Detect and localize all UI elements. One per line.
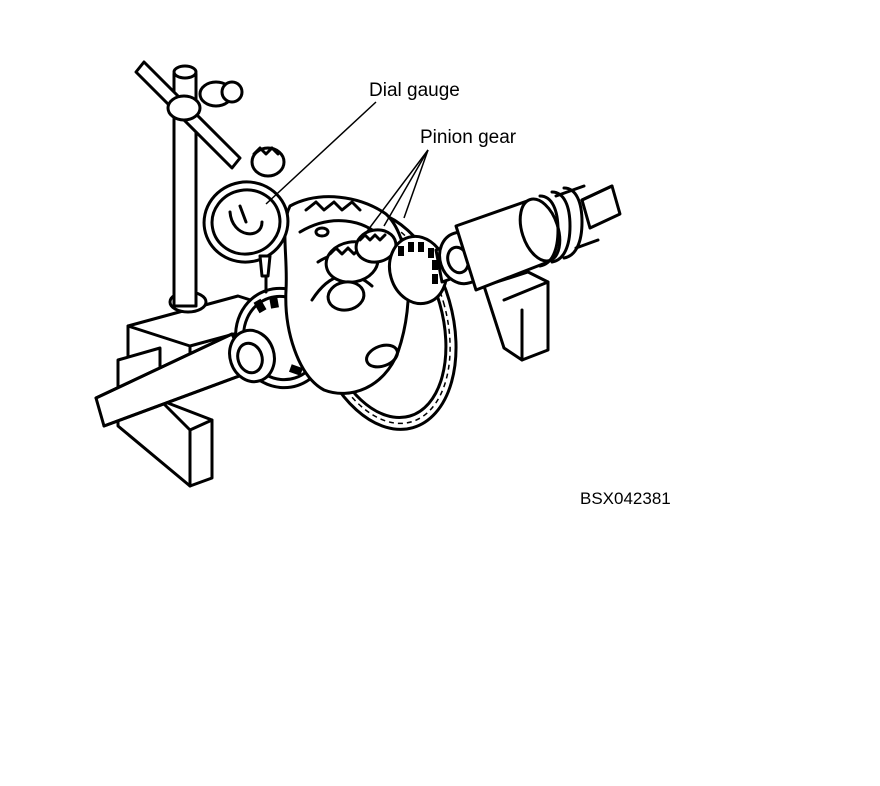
pinion-gear-label: Pinion gear [420,127,517,148]
pinion-gears [324,228,398,312]
dial-gauge [202,180,290,294]
dial-gauge-label: Dial gauge [369,80,460,101]
dial-gauge-leader [265,101,377,205]
leader-lines [265,101,429,239]
right-axle-assembly [434,184,622,292]
pinion-gear-leader-1 [361,149,429,239]
right-support-block [482,270,550,362]
dial-gauge-stand [134,60,286,314]
pinion-gear-leader-3 [403,149,429,219]
pinion-gear-leader-2 [383,149,429,227]
figure-code: BSX042381 [580,489,671,508]
